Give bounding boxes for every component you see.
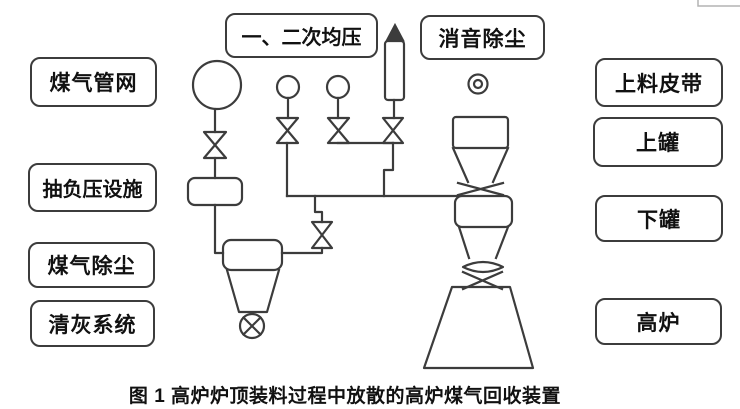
label-box-silencer-dedusting: 消音除尘	[420, 15, 545, 60]
label-text: 煤气除尘	[47, 255, 136, 278]
label-box-gas-dedusting: 煤气除尘	[28, 242, 155, 288]
equalization-valve-1-icon	[275, 116, 300, 145]
upper-bell-seal-icon	[456, 181, 505, 197]
label-box-feeding-belt: 上料皮带	[595, 58, 723, 107]
label-text: 上料皮带	[615, 72, 703, 96]
label-text: 下罐	[637, 208, 681, 232]
label-box-blast-furnace: 高炉	[595, 298, 722, 345]
label-text: 煤气管网	[49, 72, 138, 95]
pipe-lines	[213, 96, 459, 255]
gas-network-valve-icon	[202, 130, 228, 160]
up-arrow-icon	[385, 22, 405, 42]
label-box-gas-network: 煤气管网	[30, 57, 157, 107]
label-box-pressure-equalization: 一、二次均压	[225, 13, 378, 58]
vacuum-device-symbol	[186, 176, 244, 207]
label-text: 消音除尘	[438, 27, 527, 51]
label-text: 抽负压设施	[42, 179, 143, 201]
ash-drain-icon	[238, 312, 266, 340]
figure-caption: 图 1 高炉炉顶装料过程中放散的高炉煤气回收装置	[128, 386, 562, 407]
branch-valve-icon	[310, 220, 334, 250]
upper-tank-symbol	[451, 115, 510, 184]
dust-collector-symbol	[221, 238, 284, 314]
label-text: 高炉	[636, 311, 681, 335]
label-box-vacuum-facility: 抽负压设施	[28, 163, 157, 212]
gas-holder-circle-symbol	[191, 59, 243, 111]
label-box-lower-tank: 下罐	[595, 195, 723, 242]
page-corner-line	[697, 0, 740, 7]
label-text: 一、二次均压	[241, 27, 362, 49]
label-box-ash-cleaning: 清灰系统	[30, 300, 155, 347]
vent-stack-symbol	[383, 22, 406, 102]
label-box-upper-tank: 上罐	[593, 117, 723, 167]
label-text: 清灰系统	[48, 313, 137, 337]
label-text: 上罐	[636, 132, 680, 155]
lower-bell-seal-icon	[461, 260, 505, 291]
equalization-port-2-symbol	[325, 74, 351, 100]
silencer-valve-icon	[381, 116, 405, 145]
silencer-outlet-icon	[467, 73, 489, 95]
lower-tank-symbol	[453, 194, 514, 260]
blast-furnace-symbol	[422, 285, 535, 370]
equalization-port-1-symbol	[275, 74, 301, 100]
equalization-valve-2-icon	[326, 116, 351, 145]
